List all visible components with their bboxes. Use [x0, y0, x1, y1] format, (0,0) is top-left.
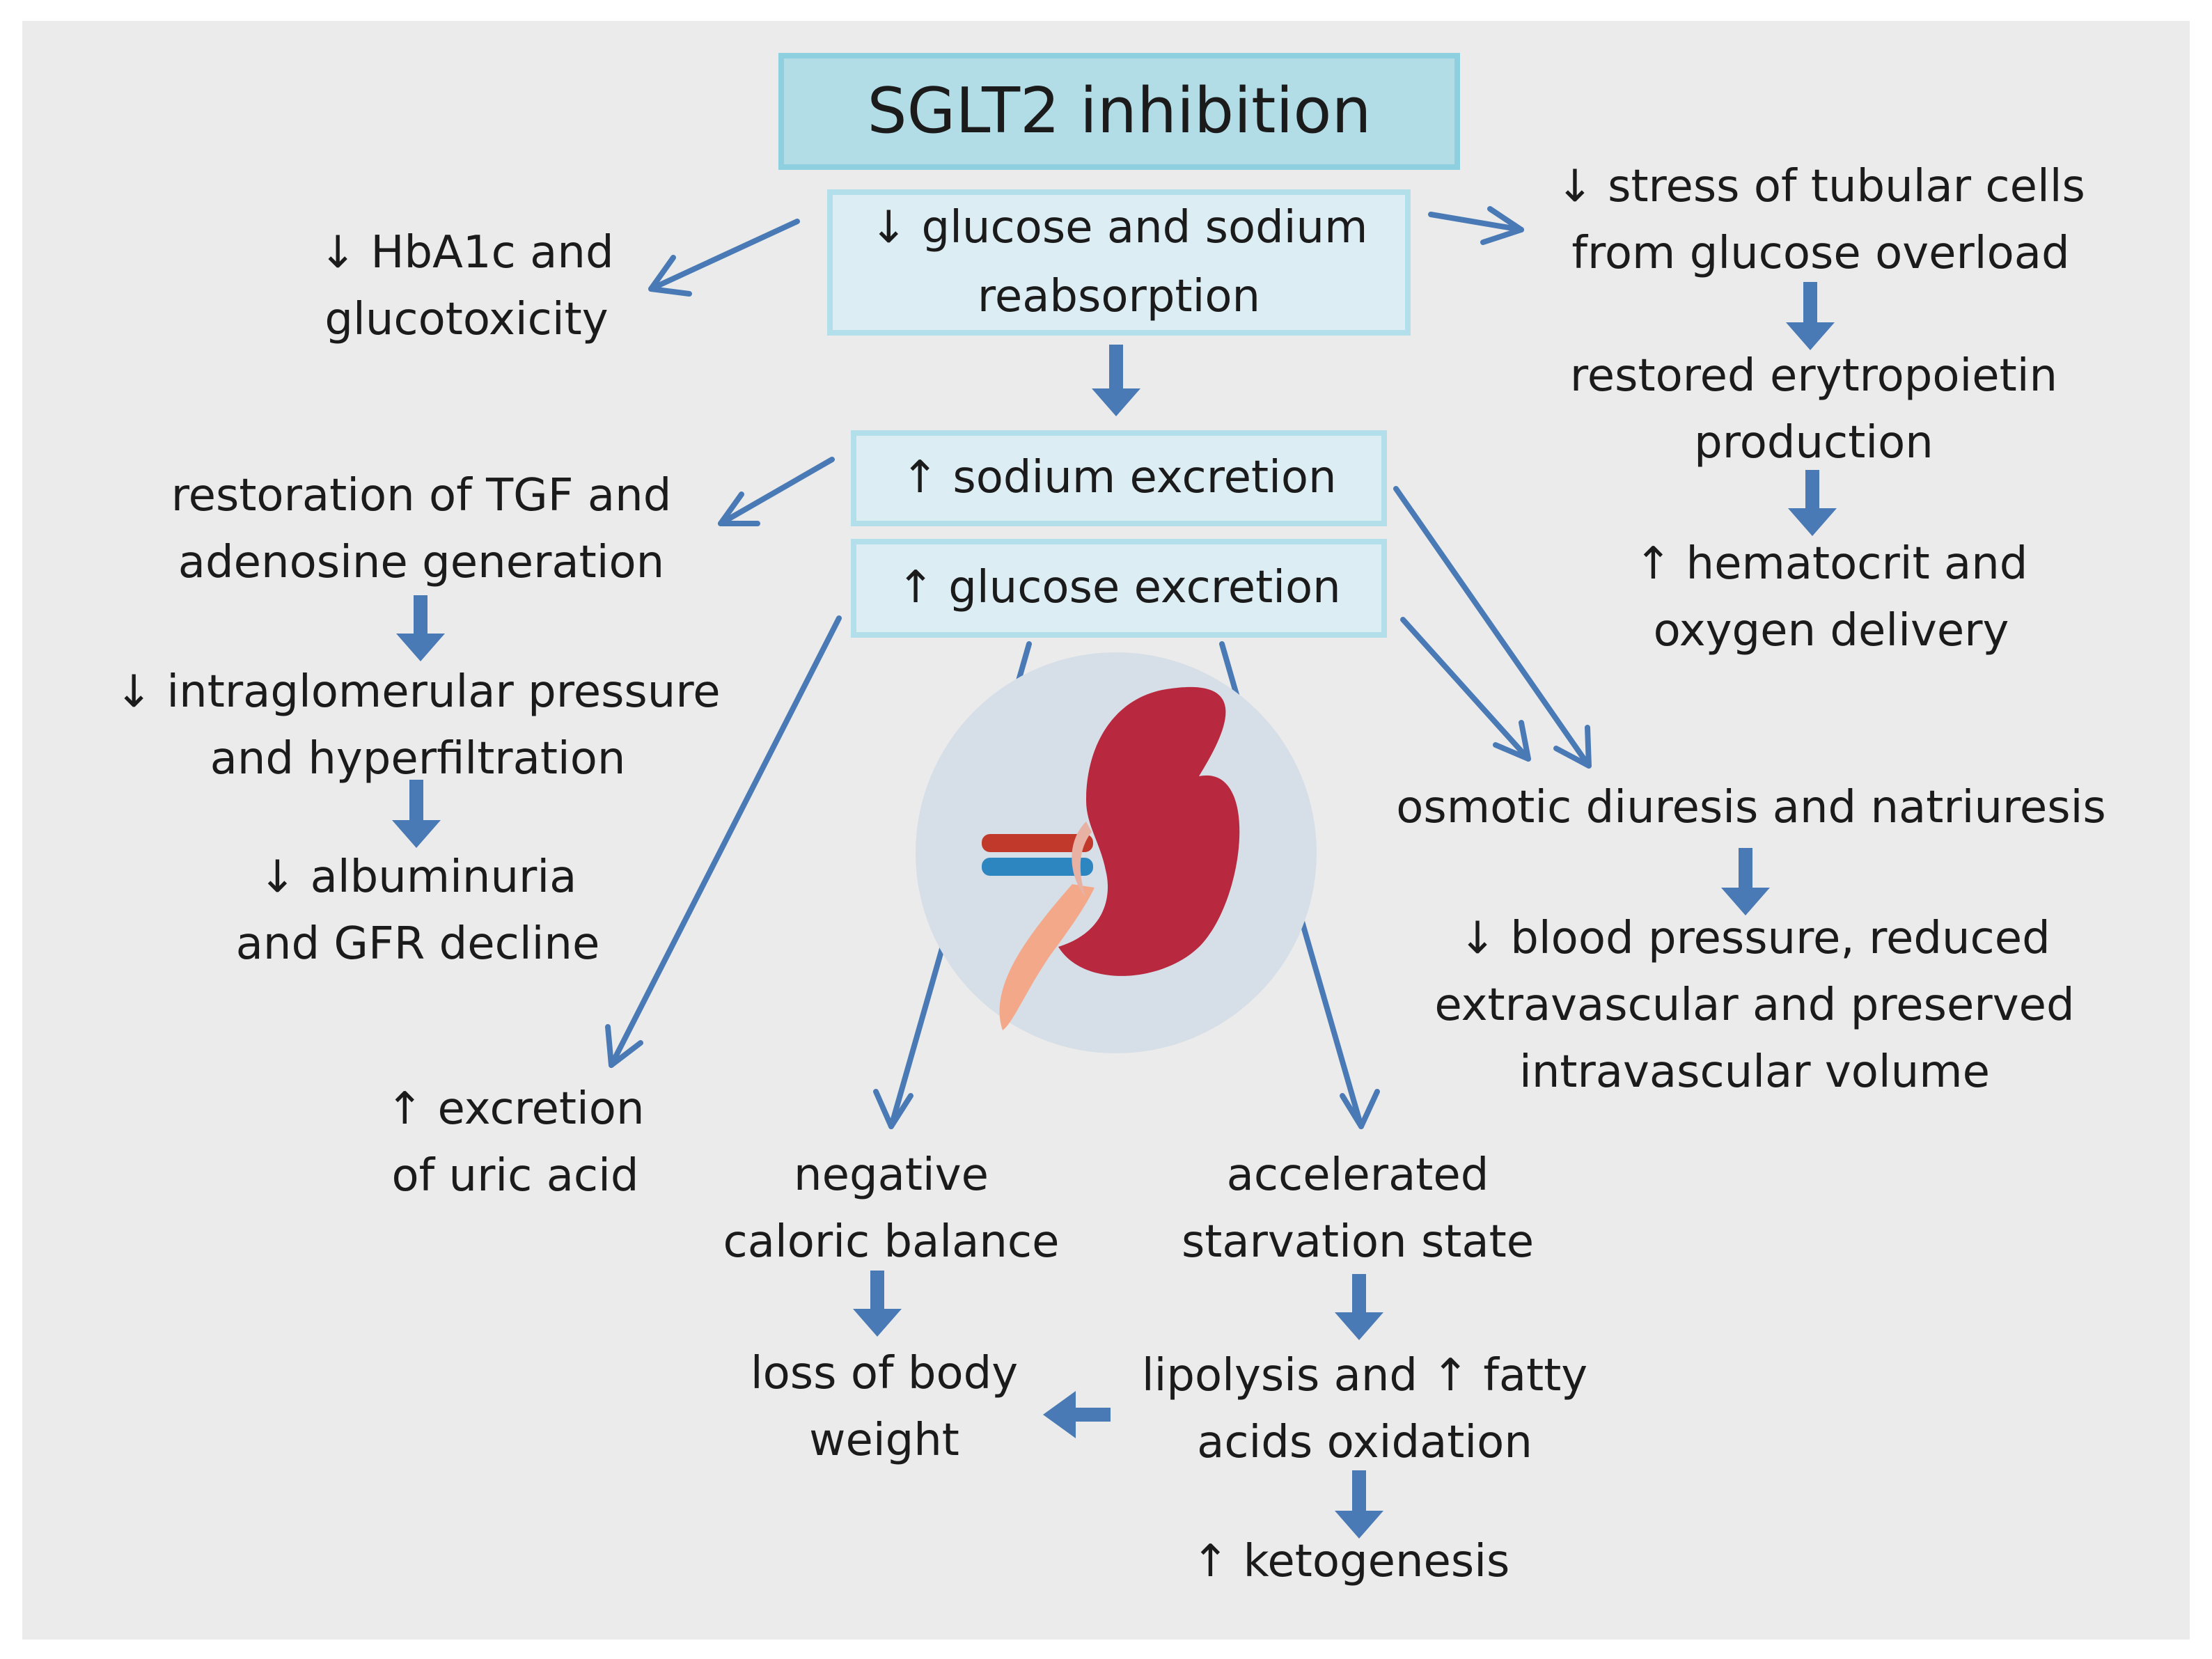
caloric-line-1: negative	[794, 1149, 989, 1201]
block-arrow-reabsorption-to-sodium	[1092, 345, 1140, 416]
body-weight-line-2: weight	[809, 1415, 959, 1466]
uric-acid-line-1: ↑ excretion	[386, 1083, 645, 1135]
epo-line-1: restored erytropoietin	[1569, 350, 2058, 402]
stress-line-2: from glucose overload	[1571, 228, 2070, 279]
glucose-excretion-box: ↑ glucose excretion	[851, 539, 1387, 638]
caloric-line-2: caloric balance	[723, 1216, 1060, 1268]
lipolysis-line-1: lipolysis and ↑ fatty	[1141, 1350, 1588, 1401]
osmotic-label: osmotic diuresis and natriuresis	[1375, 774, 2127, 841]
body-weight-line-1: loss of body	[750, 1348, 1019, 1399]
sodium-excretion-box: ↑ sodium excretion	[851, 430, 1387, 526]
stress-line-1: ↓ stress of tubular cells	[1556, 161, 2085, 212]
ketogenesis-line-1: ↑ ketogenesis	[1191, 1536, 1510, 1587]
block-arrow-stress-to-epo	[1786, 282, 1835, 350]
starvation-line-1: accelerated	[1226, 1149, 1489, 1201]
tgf-label: restoration of TGF and adenosine generat…	[143, 462, 700, 596]
block-arrow-osmotic-to-blood-pressure	[1721, 848, 1770, 915]
block-arrow-lipolysis-to-weight	[1043, 1391, 1111, 1438]
arrow-to-hba1c	[648, 219, 800, 297]
osmotic-line-1: osmotic diuresis and natriuresis	[1396, 782, 2106, 833]
tgf-line-1: restoration of TGF and	[171, 470, 672, 521]
blood-pressure-label: ↓ blood pressure, reduced extravascular …	[1413, 905, 2096, 1106]
title-text: SGLT2 inhibition	[867, 74, 1372, 148]
hematocrit-label: ↑ hematocrit and oxygen delivery	[1567, 530, 2096, 664]
intraglomerular-label: ↓ intraglomerular pressure and hyperfilt…	[97, 659, 738, 792]
albuminuria-line-2: and GFR decline	[235, 918, 600, 970]
hba1c-label: ↓ HbA1c and glucotoxicity	[299, 219, 634, 353]
epo-line-2: production	[1694, 417, 1933, 469]
caloric-label: negative caloric balance	[710, 1142, 1072, 1275]
starvation-line-2: starvation state	[1181, 1216, 1535, 1268]
arrow-to-tgf	[718, 457, 835, 526]
hba1c-line-2: glucotoxicity	[324, 294, 609, 345]
block-arrow-intraglomerular-to-albuminuria	[392, 780, 441, 848]
uric-acid-label: ↑ excretion of uric acid	[362, 1076, 668, 1209]
block-arrow-lipolysis-to-ketogenesis	[1335, 1470, 1383, 1539]
blood-pressure-line-1: ↓ blood pressure, reduced	[1459, 913, 2050, 964]
hba1c-line-1: ↓ HbA1c and	[319, 227, 614, 278]
hematocrit-line-2: oxygen delivery	[1653, 605, 2009, 656]
intraglomerular-line-2: and hyperfiltration	[210, 733, 626, 785]
sodium-excretion-text: ↑ sodium excretion	[901, 452, 1337, 504]
arrow-to-uric-acid	[605, 615, 842, 1068]
blood-pressure-line-2: extravascular and preserved	[1434, 980, 2075, 1031]
blood-pressure-line-3: intravascular volume	[1519, 1046, 1990, 1098]
uric-acid-line-2: of uric acid	[391, 1150, 639, 1202]
reabsorption-line-2: reabsorption	[977, 271, 1261, 322]
starvation-label: accelerated starvation state	[1170, 1142, 1546, 1275]
lipolysis-label: lipolysis and ↑ fatty acids oxidation	[1124, 1342, 1605, 1476]
lipolysis-line-2: acids oxidation	[1197, 1417, 1532, 1468]
block-arrow-epo-to-hematocrit	[1788, 470, 1837, 536]
tgf-line-2: adenosine generation	[178, 537, 665, 588]
block-arrow-starvation-to-lipolysis	[1335, 1274, 1383, 1340]
title-box: SGLT2 inhibition	[778, 53, 1460, 170]
reabsorption-line-1: ↓ glucose and sodium	[870, 201, 1368, 253]
block-arrow-caloric-to-weight	[853, 1271, 902, 1337]
stress-label: ↓ stress of tubular cells from glucose o…	[1525, 153, 2117, 287]
body-weight-label: loss of body weight	[731, 1340, 1037, 1474]
arrow-glucose-to-osmotic	[1400, 617, 1531, 762]
epo-label: restored erytropoietin production	[1535, 343, 2092, 476]
ketogenesis-label: ↑ ketogenesis	[1156, 1528, 1546, 1595]
block-arrow-tgf-to-intraglomerular	[396, 595, 445, 661]
albuminuria-line-1: ↓ albuminuria	[258, 851, 577, 903]
glucose-excretion-text: ↑ glucose excretion	[897, 562, 1341, 614]
hematocrit-line-1: ↑ hematocrit and	[1634, 538, 2028, 590]
albuminuria-label: ↓ albuminuria and GFR decline	[209, 844, 627, 977]
arrow-to-stress	[1428, 206, 1524, 245]
intraglomerular-line-1: ↓ intraglomerular pressure	[115, 666, 721, 718]
reabsorption-box: ↓ glucose and sodium reabsorption	[827, 189, 1411, 336]
kidney-icon	[916, 652, 1317, 1053]
arrow-sodium-to-osmotic	[1393, 486, 1592, 769]
